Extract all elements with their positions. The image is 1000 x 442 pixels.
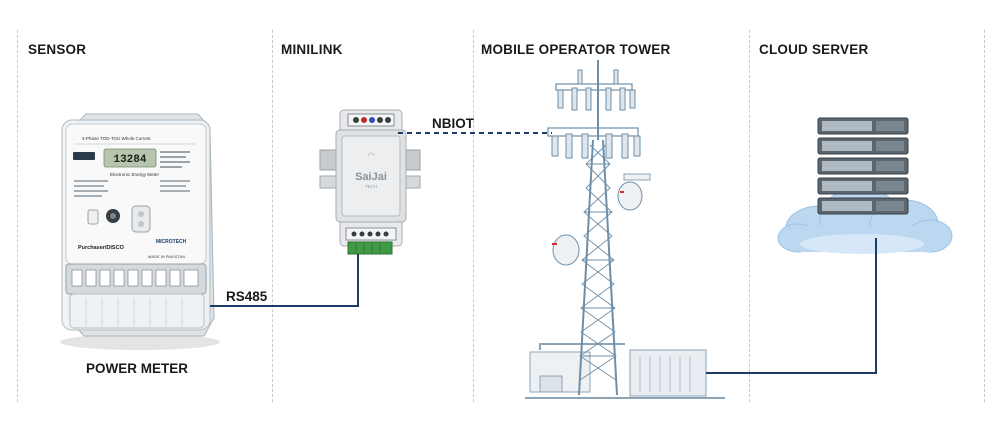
microwave-dish-upper <box>617 173 651 211</box>
meter-logo-icon <box>73 152 95 160</box>
nbiot-label: NBIOT <box>432 116 474 131</box>
column-title-minilink: MINILINK <box>281 42 343 57</box>
meter-owner-label: Purchaser/DISCO <box>78 245 125 251</box>
column-divider-4 <box>749 30 750 402</box>
equipment-cabinet <box>629 349 707 397</box>
wifi-logo-icon: ◠ <box>368 151 375 160</box>
server-stack <box>817 117 909 215</box>
cell-tower <box>525 60 725 399</box>
meter-optical-port-icon <box>131 205 151 233</box>
power-meter: 3-Phase TOD-TOU Whole Current 13284 Elec… <box>60 113 220 350</box>
column-divider-2 <box>272 30 273 402</box>
column-title-tower: MOBILE OPERATOR TOWER <box>481 42 671 57</box>
minilink-logo: SaiJai <box>355 171 387 183</box>
meter-origin: MADE IN PAKISTAN <box>148 254 185 259</box>
meter-lcd-reading: 13284 <box>113 154 146 166</box>
rs485-label: RS485 <box>226 289 268 304</box>
microwave-dish-lower <box>552 234 580 266</box>
meter-subtitle: Electronic Energy Meter <box>110 172 159 177</box>
column-divider-5 <box>984 30 985 402</box>
column-title-sensor: SENSOR <box>28 42 87 57</box>
cloud-server <box>777 117 953 254</box>
rs485-link-line <box>210 254 359 307</box>
status-led-icon <box>369 117 375 123</box>
meter-brand: MICROTECH <box>156 239 187 245</box>
minilink-device: ◠ SaiJai TECH <box>319 109 421 255</box>
meter-lcd <box>103 148 157 168</box>
backhaul-link-line <box>706 238 877 374</box>
power-meter-caption: POWER METER <box>86 361 189 376</box>
minilink-logo-sub: TECH <box>365 184 377 189</box>
green-terminal-plug <box>347 241 393 255</box>
power-led-icon <box>361 117 367 123</box>
column-divider-3 <box>473 30 474 402</box>
column-title-cloud: CLOUD SERVER <box>759 42 869 57</box>
column-divider-1 <box>17 30 18 402</box>
meter-header-text: 3-Phase TOD-TOU Whole Current <box>82 136 151 141</box>
